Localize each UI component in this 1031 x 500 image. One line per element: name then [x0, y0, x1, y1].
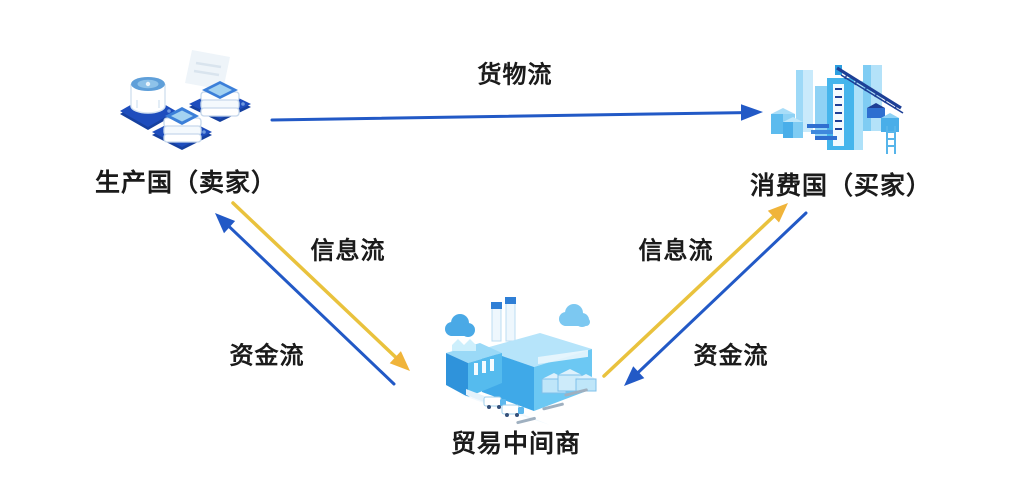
- info-flow-right-label: 信息流: [638, 237, 714, 265]
- goods-flow-line: [270, 111, 746, 122]
- producer-node-label: 生产国（卖家）: [94, 169, 278, 197]
- info-flow-left-label: 信息流: [310, 237, 386, 265]
- goods-flow-arrow: [270, 104, 763, 122]
- funds-flow-right-arrow: [624, 211, 808, 386]
- funds-flow-right-arrowhead: [624, 366, 645, 386]
- info-flow-right-arrow: [602, 203, 788, 378]
- info-flow-right-line: [602, 214, 776, 378]
- cloud-icon: [445, 314, 475, 337]
- goods-flow-arrowhead: [741, 104, 763, 121]
- factory-icon: [445, 297, 597, 425]
- server-cluster-icon: [120, 50, 251, 150]
- crates-icon: [541, 369, 597, 394]
- crane-icon: [835, 65, 904, 114]
- funds-flow-right-label: 资金流: [693, 342, 769, 370]
- server-stack-icon: [163, 107, 202, 143]
- funds-flow-right-line: [636, 211, 808, 375]
- truck-icon: [483, 396, 506, 409]
- truck-icon: [501, 404, 524, 417]
- info-flow-left-arrowhead: [389, 351, 410, 371]
- goods-flow-label: 货物流: [477, 61, 553, 89]
- info-flow-right-arrowhead: [767, 203, 788, 223]
- road-dashes: [516, 388, 588, 425]
- funds-flow-left-arrow: [215, 213, 396, 386]
- funds-flow-left-line: [227, 224, 396, 386]
- ladder-icon: [886, 126, 896, 154]
- server-stack-icon: [200, 81, 240, 117]
- city-buildings-icon: [771, 65, 904, 154]
- funds-flow-left-label: 资金流: [229, 342, 305, 370]
- intermediary-node-label: 贸易中间商: [450, 430, 582, 458]
- funds-flow-left-arrowhead: [215, 213, 236, 234]
- info-flow-left-arrow: [231, 201, 410, 371]
- cloud-icon: [559, 304, 590, 327]
- consumer-node-label: 消费国（买家）: [749, 172, 933, 200]
- info-flow-left-line: [231, 201, 398, 360]
